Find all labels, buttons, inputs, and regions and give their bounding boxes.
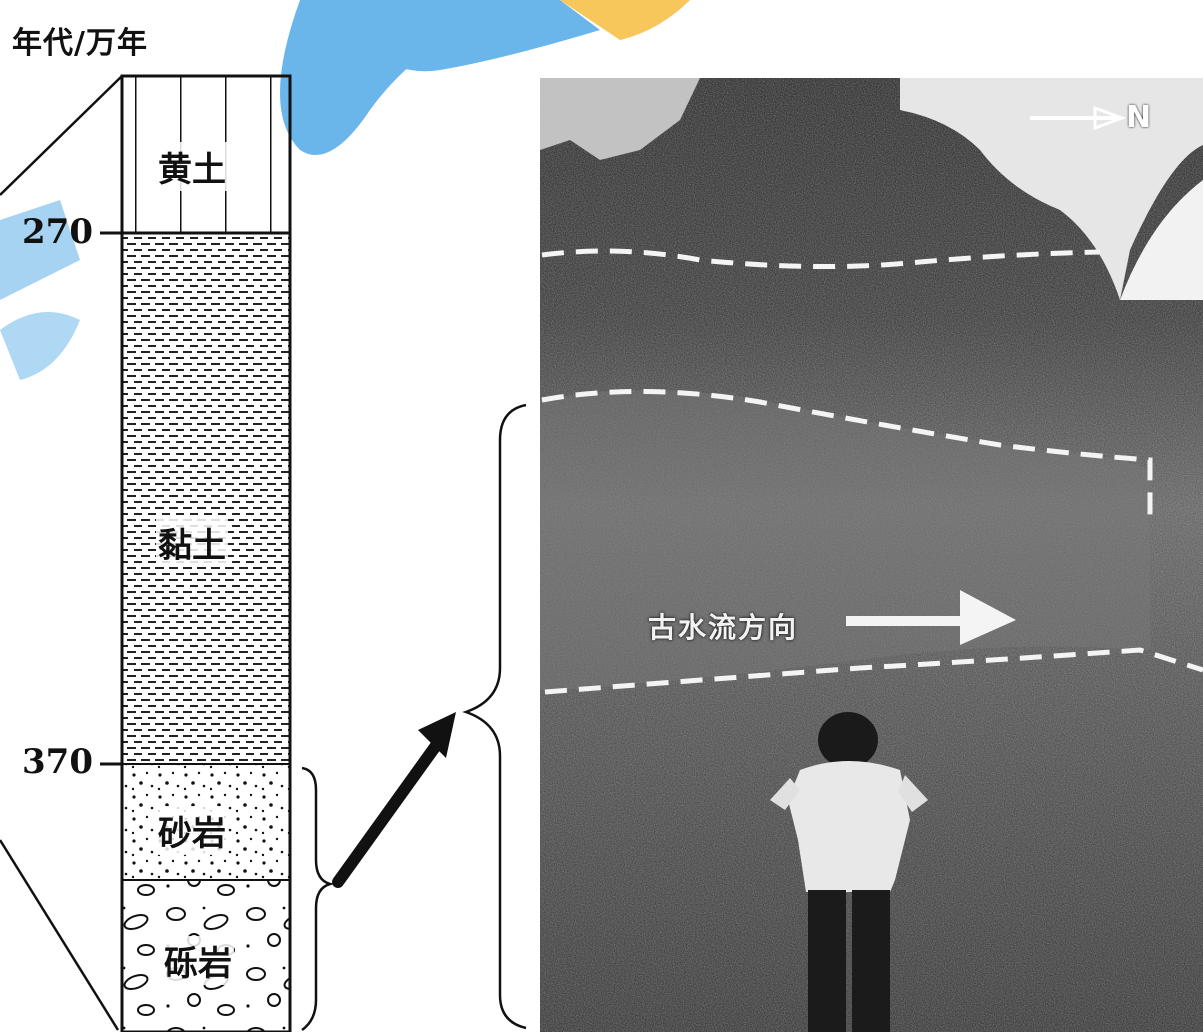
layer-label-clay: 黏土 (156, 518, 228, 567)
watermark (0, 0, 690, 380)
stratigraphic-column (0, 74, 292, 1034)
layer-label-loess: 黄土 (156, 142, 228, 191)
large-bracket (462, 403, 527, 1030)
person-figure (770, 712, 928, 1032)
small-bracket (301, 766, 335, 1032)
layer-label-sandstone: 砂岩 (156, 806, 228, 855)
paleocurrent-arrow (846, 590, 1016, 645)
north-arrow (1030, 105, 1127, 131)
flow-direction-label: 古水流方向 (648, 611, 799, 644)
pointer-arrow (332, 712, 456, 888)
layer-clay (122, 233, 290, 764)
outcrop-photo (540, 78, 1203, 1032)
axis-title: 年代/万年 (12, 26, 148, 61)
layer-label-conglomerate: 砾岩 (162, 936, 234, 985)
age-label-370: 370 (22, 742, 93, 782)
north-label: N (1126, 100, 1152, 135)
age-label-270: 270 (22, 212, 93, 252)
